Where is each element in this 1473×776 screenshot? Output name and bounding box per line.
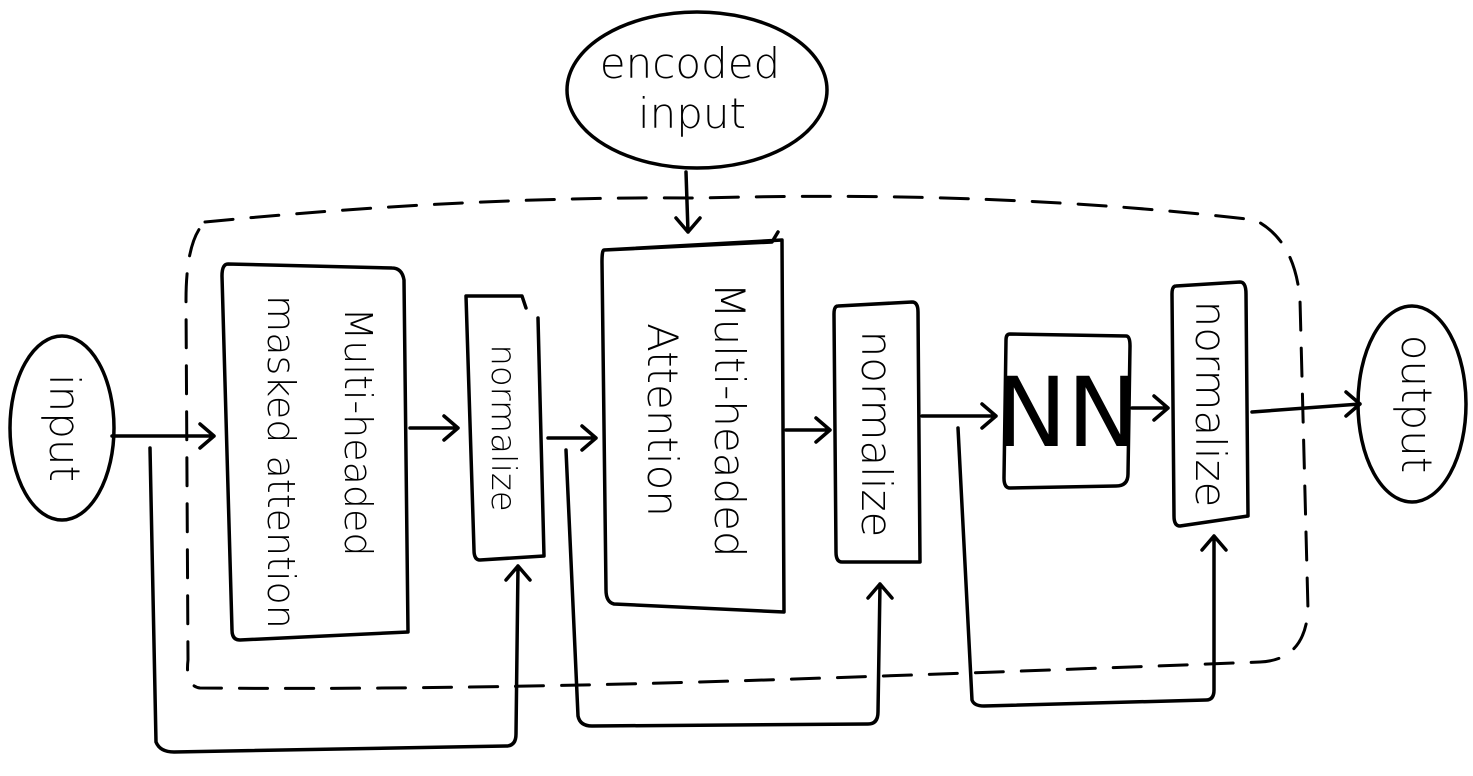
input-ellipse (8, 334, 116, 522)
encoded-input-node: encoded input (565, 10, 829, 170)
nn-node: NN (995, 332, 1139, 490)
output-label: output (1392, 335, 1441, 474)
nn-box (1002, 332, 1132, 490)
encoded-input-label-2: input (638, 89, 746, 138)
input-node: input (8, 334, 116, 522)
normalize-2-label: normalize (852, 331, 901, 538)
input-label: input (40, 374, 89, 482)
flow-arrows (110, 170, 1362, 452)
masked-attention-label-1: Multi-headed (336, 308, 380, 557)
residual-1 (148, 446, 532, 754)
masked-attention-node: Multi-headed masked attention (220, 262, 410, 642)
output-node: output (1356, 304, 1468, 504)
masked-attention-box (220, 262, 410, 642)
multi-attention-node: Multi-headed Attention (600, 230, 786, 614)
arrow-norm2-to-nn (920, 402, 998, 430)
normalize-1-box (464, 294, 546, 562)
residual-3 (956, 426, 1228, 708)
residual-2 (564, 448, 894, 728)
normalize-3-label: normalize (1186, 301, 1235, 508)
arrow-encoded-down (674, 170, 702, 234)
arrow-multi-to-norm2 (784, 416, 832, 444)
encoded-input-ellipse (565, 10, 829, 170)
normalize-3-box (1170, 280, 1250, 528)
residual-connections (148, 426, 1228, 754)
normalize-1-label: normalize (483, 344, 523, 511)
multi-attention-label-2: Attention (638, 323, 687, 517)
multi-attention-box (600, 230, 786, 614)
normalize-2-node: normalize (832, 300, 922, 564)
arrow-norm1-to-multi (546, 424, 598, 452)
normalize-2-box (832, 300, 922, 564)
normalize-1-node: normalize (464, 294, 546, 562)
arrow-input-to-masked (110, 422, 216, 450)
arrow-masked-to-norm1 (408, 414, 460, 442)
decoder-block-outline (184, 194, 1310, 690)
multi-attention-label-1: Multi-headed (705, 282, 754, 557)
normalize-3-node: normalize (1170, 280, 1250, 528)
masked-attention-label-2: masked attention (259, 295, 303, 629)
arrow-norm3-to-output (1250, 390, 1362, 418)
encoded-input-label-1: encoded (600, 39, 780, 88)
arrow-nn-to-norm3 (1130, 394, 1170, 422)
nn-label: NN (995, 357, 1139, 469)
